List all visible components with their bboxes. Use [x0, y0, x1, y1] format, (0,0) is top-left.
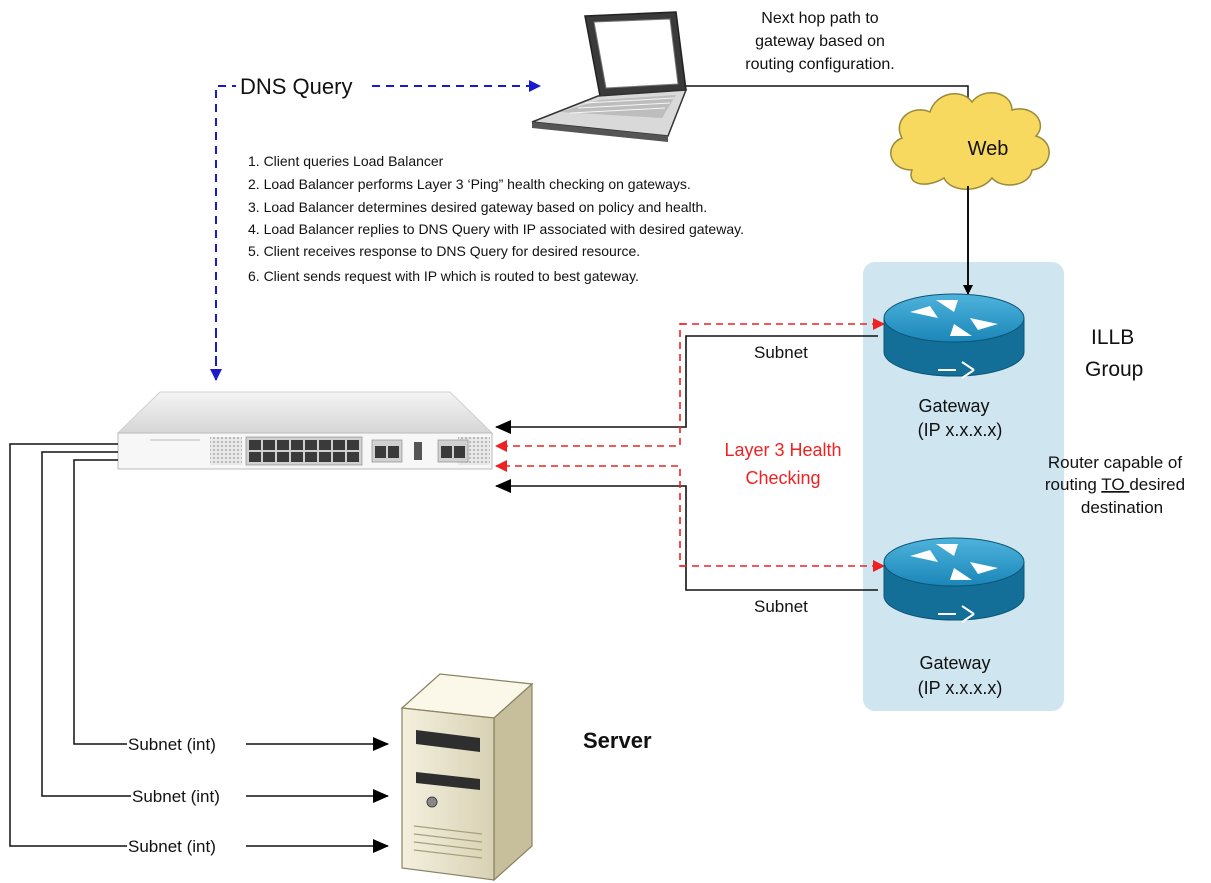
gateway-2-name: Gateway — [919, 653, 990, 673]
laptop-to-web-line — [686, 85, 969, 110]
health-check-line-2 — [495, 460, 686, 567]
gateway-2-ip: (IP x.x.x.x) — [918, 678, 1003, 698]
step-4: 4. Load Balancer replies to DNS Query wi… — [248, 221, 744, 237]
health-check-label-line1: Layer 3 Health — [724, 440, 841, 460]
cloud-label: Web — [968, 138, 1009, 160]
server-link-label-3: Subnet (int) — [128, 837, 216, 856]
dns-query-line — [215, 85, 236, 378]
health-check-label-line2: Checking — [745, 468, 820, 488]
group-label-line2: Group — [1085, 358, 1143, 381]
gateway-1-subnet-label: Subnet — [754, 343, 808, 362]
server-link-1 — [73, 459, 128, 745]
server-link-3 — [9, 443, 128, 847]
dns-query-label: DNS Query — [240, 74, 352, 99]
group-label-line1: ILLB — [1091, 326, 1134, 349]
router-note-line1: Router capable of — [1048, 453, 1182, 472]
gateway-1-ip: (IP x.x.x.x) — [918, 420, 1003, 440]
gateway-1-subnet-line — [495, 335, 878, 434]
step-6: 6. Client sends request with IP which is… — [248, 268, 639, 284]
svg-text:routing configuration.: routing configuration. — [745, 56, 894, 73]
laptop-icon — [531, 11, 688, 142]
steps-list: 1. Client queries Load Balancer 2. Load … — [248, 153, 744, 284]
svg-text:gateway based on: gateway based on — [755, 33, 885, 50]
server-link-2 — [41, 451, 132, 797]
router-icon — [883, 537, 1025, 623]
step-2: 2. Load Balancer performs Layer 3 ‘Ping”… — [248, 176, 691, 192]
router-note-line2: routing TO desired — [1045, 475, 1185, 494]
step-5: 5. Client receives response to DNS Query… — [248, 243, 640, 259]
step-1: 1. Client queries Load Balancer — [248, 153, 444, 169]
svg-text:Next hop path to: Next hop path to — [761, 10, 879, 27]
server-link-label-2: Subnet (int) — [132, 787, 220, 806]
web-cloud-icon — [890, 92, 1050, 190]
load-balancer-icon — [116, 391, 494, 470]
router-icon — [883, 293, 1025, 379]
gateway-2-subnet-line — [495, 479, 878, 591]
router-note-line3: destination — [1081, 498, 1163, 517]
server-link-label-1: Subnet (int) — [128, 735, 216, 754]
server-label: Server — [583, 728, 652, 753]
server-icon — [400, 673, 534, 882]
gateway-2-subnet-label: Subnet — [754, 597, 808, 616]
gateway-1-name: Gateway — [918, 396, 989, 416]
next-hop-note: Next hop path to gateway based on routin… — [745, 10, 894, 73]
step-3: 3. Load Balancer determines desired gate… — [248, 199, 707, 215]
